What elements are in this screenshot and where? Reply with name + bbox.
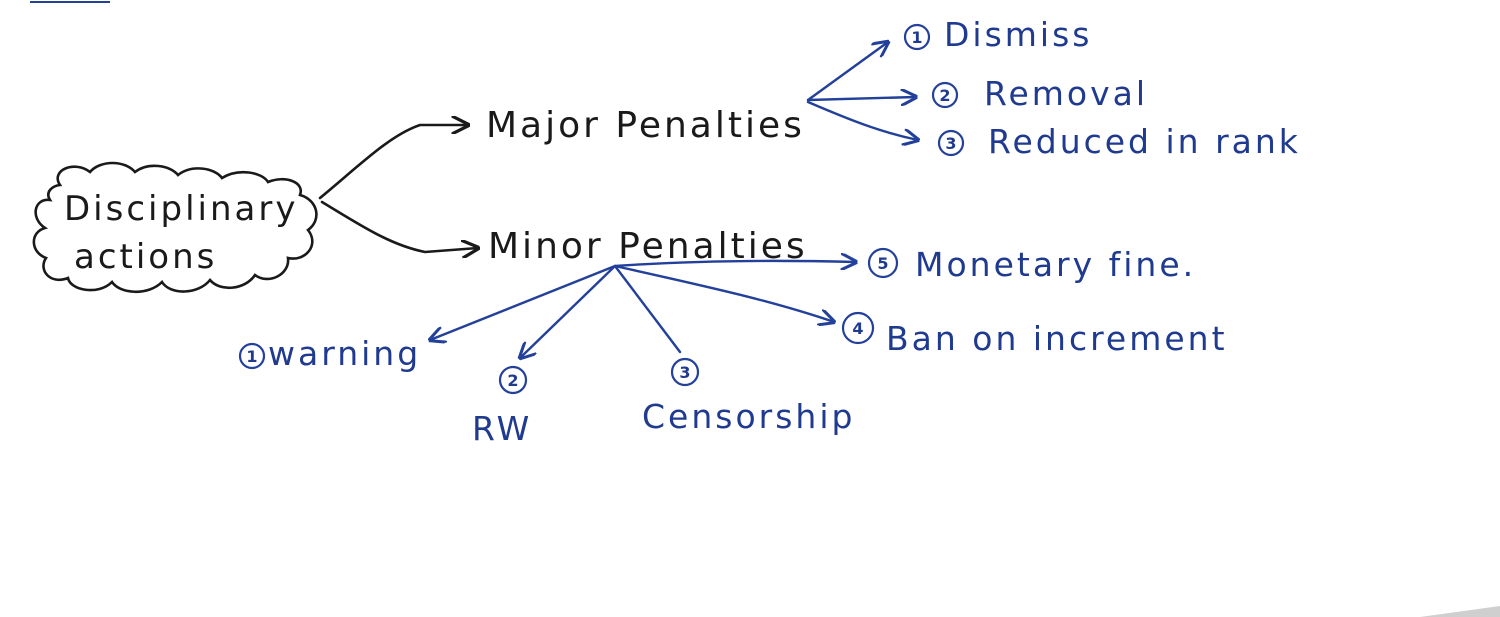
minor-item-5: 5 Monetary fine. (867, 245, 1196, 284)
root-label-line1: Disciplinary (64, 189, 298, 229)
minor-item-2: 2 RW (472, 365, 532, 448)
number-circle (498, 365, 528, 395)
number-circle (670, 357, 700, 387)
number-circle (867, 247, 899, 279)
page-edge-shadow (1420, 606, 1500, 617)
number-text: 5 (877, 254, 888, 273)
minor-item-text: Ban on increment (886, 319, 1228, 358)
number-circle (937, 129, 965, 157)
number-text: 1 (911, 28, 922, 47)
number-circle (903, 23, 931, 51)
major-item-text: Dismiss (944, 15, 1092, 54)
root-cloud (32, 161, 318, 294)
number-text: 3 (945, 134, 956, 153)
number-circle (238, 342, 266, 370)
minor-item-text: warning (268, 334, 421, 373)
arrow-minor-to-rw (520, 264, 617, 358)
major-item-text: Reduced in rank (988, 122, 1301, 161)
arrow-minor-to-fine (613, 261, 856, 266)
root-label-line2: actions (74, 237, 217, 277)
minor-item-1: 1 warning (238, 334, 421, 373)
minor-item-text: RW (472, 409, 532, 448)
number-text: 2 (939, 86, 950, 105)
arrow-major-to-removal (806, 97, 916, 100)
arrow-major-to-dismiss (806, 42, 888, 102)
number-text: 4 (852, 319, 863, 338)
major-item-3: 3 Reduced in rank (937, 122, 1301, 161)
major-penalties-label: Major Penalties (486, 105, 805, 146)
number-text: 2 (507, 371, 518, 390)
number-circle (931, 81, 959, 109)
minor-item-4: 4 Ban on increment (841, 311, 1228, 358)
arrow-minor-to-ban (613, 264, 834, 322)
minor-item-3: 3 Censorship (642, 357, 855, 436)
major-item-2: 2 Removal (931, 74, 1148, 113)
arrow-root-to-major (318, 125, 468, 200)
minor-item-text: Monetary fine. (915, 245, 1196, 284)
arrow-minor-to-warning (430, 264, 617, 340)
arrow-minor-to-censorship (613, 264, 682, 354)
major-item-1: 1 Dismiss (903, 15, 1092, 54)
arrow-root-to-minor (320, 200, 478, 252)
major-item-text: Removal (984, 74, 1148, 113)
number-text: 3 (679, 363, 690, 382)
number-circle (841, 311, 875, 345)
arrow-major-to-reduced (806, 100, 918, 140)
minor-item-text: Censorship (642, 397, 855, 436)
number-text: 1 (246, 347, 257, 366)
